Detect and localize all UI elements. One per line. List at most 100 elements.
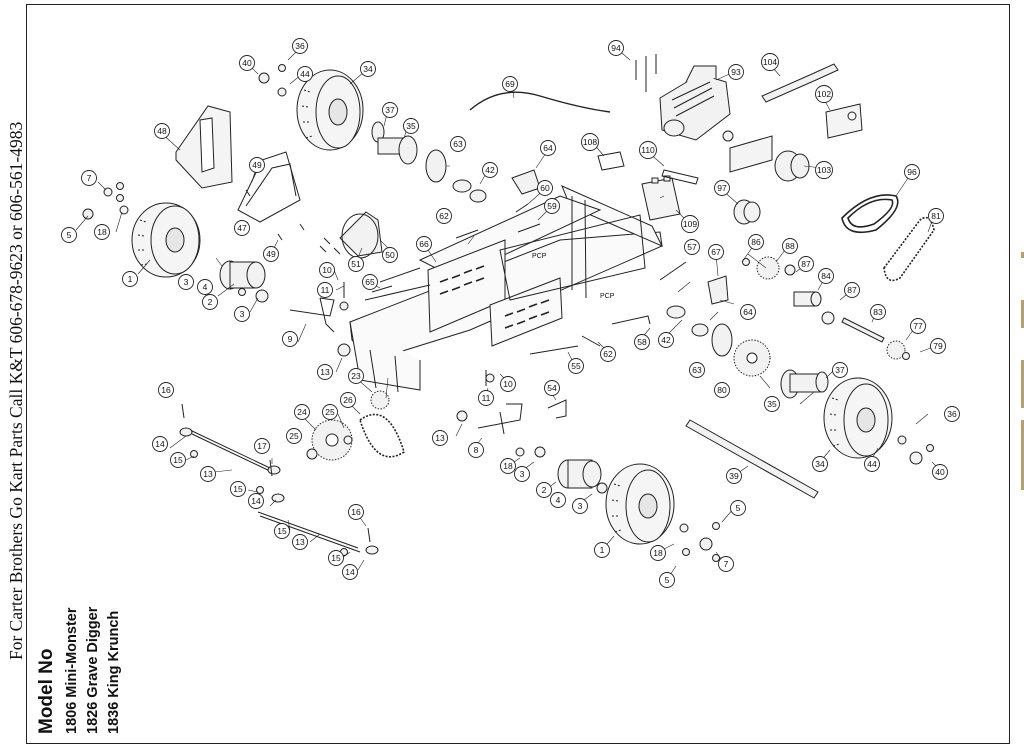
brake-disc-63-right xyxy=(711,323,733,357)
callout-42: 42 xyxy=(482,162,498,178)
battery-bracket-110 xyxy=(661,169,699,185)
callout-25: 25 xyxy=(322,404,338,420)
page-edge-mark xyxy=(1021,252,1024,258)
callout-number: 2 xyxy=(542,485,547,495)
callout-number: 15 xyxy=(173,455,183,465)
bearing-flanges xyxy=(452,179,709,337)
callout-44: 44 xyxy=(864,456,880,472)
callout-87: 87 xyxy=(844,282,860,298)
callout-47: 47 xyxy=(234,220,250,236)
callout-97: 97 xyxy=(714,180,730,196)
callout-42: 42 xyxy=(658,332,674,348)
callout-number: 48 xyxy=(157,126,167,136)
callout-25: 25 xyxy=(286,428,302,444)
callout-number: 57 xyxy=(687,242,697,252)
callout-64: 64 xyxy=(740,304,756,320)
callout-57: 57 xyxy=(684,239,700,255)
callout-number: 18 xyxy=(97,227,107,237)
callout-number: 93 xyxy=(731,67,741,77)
callout-13: 13 xyxy=(200,466,216,482)
rear-hub-left xyxy=(371,121,418,165)
callout-14: 14 xyxy=(342,564,358,580)
callout-number: 62 xyxy=(603,349,613,359)
callout-number: 40 xyxy=(242,58,252,68)
callout-14: 14 xyxy=(152,436,168,452)
callout-66: 66 xyxy=(416,236,432,252)
callout-64: 64 xyxy=(540,140,556,156)
callout-number: 15 xyxy=(331,553,341,563)
callout-number: 34 xyxy=(363,64,373,74)
callout-37: 37 xyxy=(832,362,848,378)
callout-109: 109 xyxy=(681,215,699,233)
jackshaft-bearing-84 xyxy=(793,291,822,307)
brake-rod-55 xyxy=(529,345,579,355)
callout-number: 3 xyxy=(240,309,245,319)
callout-11: 11 xyxy=(317,282,333,298)
callout-40: 40 xyxy=(932,464,948,480)
callout-60: 60 xyxy=(537,180,553,196)
callout-number: 44 xyxy=(300,69,310,79)
page-edge-mark xyxy=(1021,420,1024,490)
tie-rod-upper xyxy=(189,429,273,473)
tie-rod-lower xyxy=(257,511,361,553)
callout-number: 64 xyxy=(543,143,553,153)
callout-number: 103 xyxy=(817,165,831,175)
pin-62-upper xyxy=(455,229,479,239)
chassis-frame xyxy=(349,185,664,393)
callout-number: 13 xyxy=(295,537,305,547)
callout-7: 7 xyxy=(81,170,97,186)
callout-number: 63 xyxy=(692,365,702,375)
callout-18: 18 xyxy=(94,224,110,240)
callout-number: 11 xyxy=(482,393,491,403)
exhaust-pipe-104 xyxy=(761,63,839,103)
throttle-cable-69 xyxy=(469,91,611,113)
callout-94: 94 xyxy=(608,40,624,56)
torque-converter-97 xyxy=(733,199,761,225)
callout-34: 34 xyxy=(812,456,828,472)
callout-number: 109 xyxy=(683,219,697,229)
callout-number: 15 xyxy=(233,484,243,494)
callout-103: 103 xyxy=(815,161,833,179)
callout-34: 34 xyxy=(360,61,376,77)
callout-number: 80 xyxy=(717,385,727,395)
seat xyxy=(175,105,233,189)
callout-40: 40 xyxy=(239,55,255,71)
callout-1: 1 xyxy=(122,271,138,287)
callout-number: 39 xyxy=(729,471,739,481)
callout-15: 15 xyxy=(328,550,344,566)
callout-50: 50 xyxy=(382,247,398,263)
callout-number: 59 xyxy=(547,201,557,211)
callout-88: 88 xyxy=(782,238,798,254)
callout-number: 1 xyxy=(600,545,605,555)
callout-58: 58 xyxy=(634,334,650,350)
callout-7: 7 xyxy=(718,556,734,572)
steering-wheel-cone xyxy=(339,211,383,259)
bracket-65 xyxy=(371,285,393,293)
callout-44: 44 xyxy=(297,66,313,82)
callout-number: 36 xyxy=(947,409,957,419)
callout-23: 23 xyxy=(348,368,364,384)
pin-62-lower xyxy=(581,335,601,347)
sprocket-77 xyxy=(886,340,906,360)
callout-55: 55 xyxy=(568,358,584,374)
callout-13: 13 xyxy=(432,430,448,446)
callout-4: 4 xyxy=(550,492,566,508)
callout-number: 102 xyxy=(817,89,831,99)
page-edge-mark xyxy=(1021,300,1024,328)
chassis-decals: PCP PCP xyxy=(532,253,615,300)
front-spindle-left xyxy=(219,260,266,290)
callout-18: 18 xyxy=(500,458,516,474)
callout-number: 64 xyxy=(743,307,753,317)
callout-number: 35 xyxy=(767,399,777,409)
callout-number: 49 xyxy=(266,249,276,259)
callout-number: 84 xyxy=(821,271,831,281)
callout-number: 79 xyxy=(933,341,943,351)
callout-number: 65 xyxy=(365,277,375,287)
callout-number: 77 xyxy=(913,321,923,331)
callout-number: 66 xyxy=(419,239,429,249)
callout-81: 81 xyxy=(928,208,944,224)
callout-number: 26 xyxy=(343,395,353,405)
callout-number: 3 xyxy=(184,277,189,287)
front-spindle-right xyxy=(557,459,602,489)
callout-number: 23 xyxy=(351,371,361,381)
